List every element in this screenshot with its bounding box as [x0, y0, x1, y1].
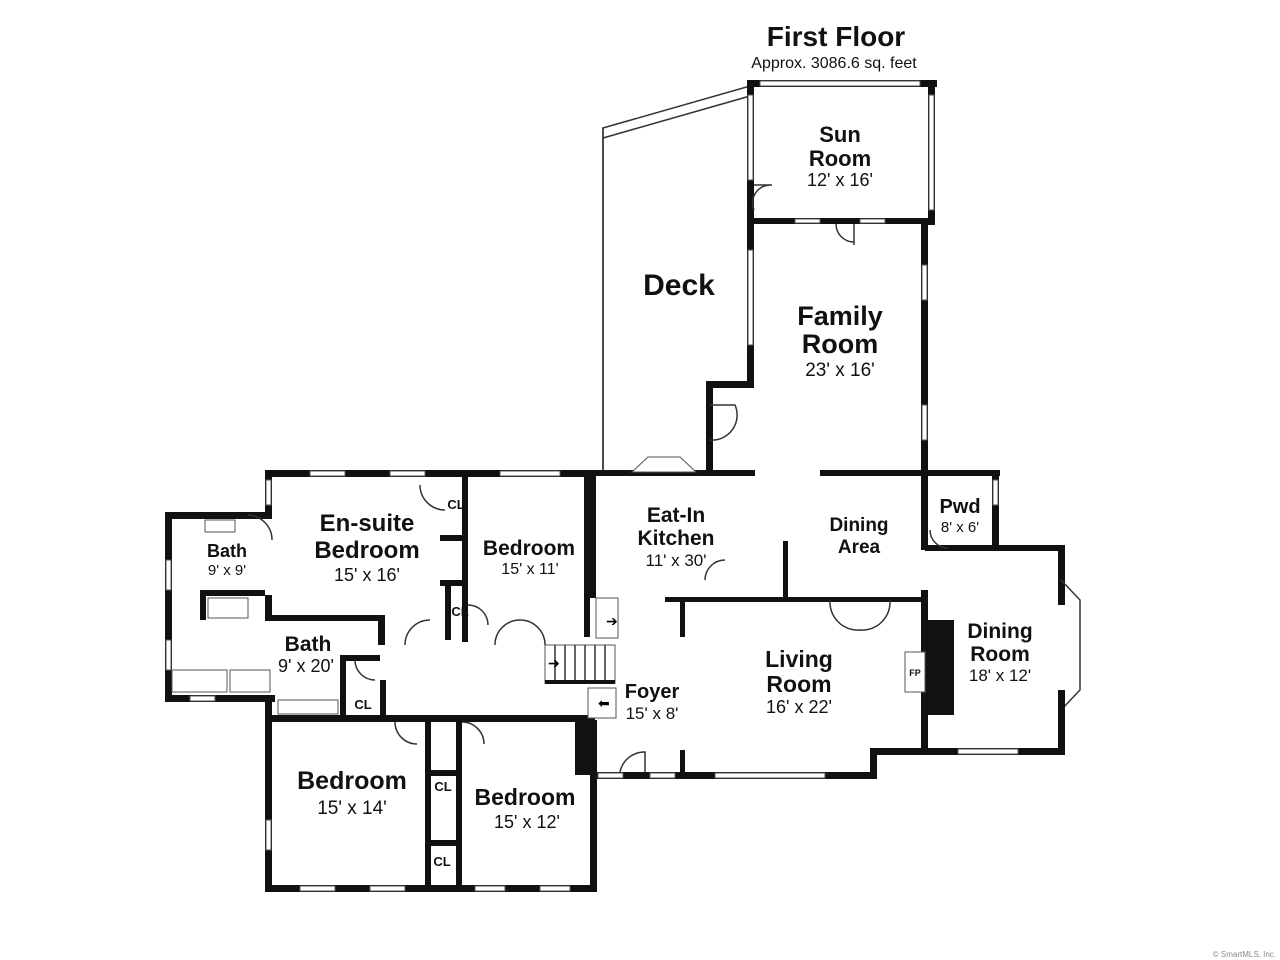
bedroom-b-dims: 15' x 14' — [317, 798, 387, 819]
dining-area-name-1: Dining — [829, 515, 888, 536]
staircase — [544, 597, 619, 719]
kitchen-dims: 11' x 30' — [646, 551, 707, 570]
dining-room-walls — [904, 545, 1081, 755]
room-label-kitchen: Eat-In Kitchen 11' x 30' — [637, 504, 714, 570]
foyer-name: Foyer — [625, 681, 680, 703]
powder-room-walls — [921, 470, 1065, 551]
foyer-dims: 15' x 8' — [626, 704, 679, 723]
bath-a-dims: 9' x 9' — [208, 562, 246, 579]
closet-label: CL — [434, 779, 451, 794]
closet-label: CL — [451, 604, 468, 619]
kitchen-name-1: Eat-In — [647, 504, 705, 527]
bedroom-a-dims: 15' x 11' — [501, 561, 558, 578]
page-subtitle: Approx. 3086.6 sq. feet — [751, 55, 917, 72]
dining-room-name-2: Room — [970, 643, 1030, 666]
bedroom-b-name: Bedroom — [297, 767, 407, 795]
room-label-bath-b: Bath 9' x 20' — [278, 633, 334, 676]
fireplace-label: FP — [909, 668, 921, 678]
room-label-bedroom-b: Bedroom 15' x 14' — [297, 767, 407, 819]
closet-label: CL — [447, 497, 464, 512]
room-label-ensuite: En-suite Bedroom 15' x 16' — [314, 510, 419, 585]
family-room-name-2: Room — [802, 329, 879, 359]
living-room-dims: 16' x 22' — [766, 697, 832, 717]
ensuite-name-2: Bedroom — [314, 537, 419, 564]
living-room-name-1: Living — [765, 646, 833, 672]
ensuite-name-1: En-suite — [320, 510, 415, 537]
room-label-family-room: Family Room 23' x 16' — [797, 301, 883, 381]
sun-room-walls — [747, 80, 937, 230]
room-label-living-room: Living Room 16' x 22' — [765, 646, 833, 717]
bedroom-a-name: Bedroom — [483, 537, 575, 560]
room-label-pwd: Pwd 8' x 6' — [939, 496, 980, 536]
room-label-dining-room: Dining Room 18' x 12' — [967, 620, 1032, 685]
bedroom-c-name: Bedroom — [475, 784, 576, 810]
family-room-walls — [706, 218, 928, 478]
deck-label: Deck — [643, 269, 715, 302]
room-label-bedroom-c: Bedroom 15' x 12' — [475, 784, 576, 832]
copyright-credit: © SmartMLS, Inc. — [1213, 950, 1276, 959]
bath-b-dims: 9' x 20' — [278, 656, 334, 676]
arrow-left-icon: ⬅ — [598, 695, 610, 711]
bedroom-c-dims: 15' x 12' — [494, 812, 560, 832]
room-label-bath-a: Bath 9' x 9' — [207, 541, 247, 579]
door-swings — [247, 184, 949, 773]
room-label-sun-room: Sun Room 12' x 16' — [807, 122, 873, 190]
family-room-name-1: Family — [797, 301, 883, 331]
bath-b-name: Bath — [285, 633, 332, 656]
family-room-dims: 23' x 16' — [805, 360, 875, 381]
ensuite-dims: 15' x 16' — [334, 565, 400, 585]
sun-room-name-1: Sun — [819, 122, 861, 147]
arrow-right-icon: ➔ — [606, 613, 618, 629]
page-title: First Floor — [767, 21, 906, 52]
room-label-bedroom-a: Bedroom 15' x 11' — [483, 537, 575, 578]
kitchen-walls — [590, 456, 1000, 637]
closet-label: CL — [354, 697, 371, 712]
room-label-dining-area: Dining Area — [829, 515, 888, 558]
arrow-icons: ➔ ➔ ⬅ — [548, 613, 618, 711]
bath-a-name: Bath — [207, 541, 247, 561]
pwd-name: Pwd — [939, 496, 980, 518]
closet-labels: CL CL CL CL CL — [354, 497, 468, 869]
closet-label: CL — [433, 854, 450, 869]
sun-room-dims: 12' x 16' — [807, 170, 873, 190]
dining-area-name-2: Area — [838, 537, 881, 558]
arrow-right-icon: ➔ — [548, 655, 560, 671]
sun-room-name-2: Room — [809, 146, 871, 171]
kitchen-name-2: Kitchen — [637, 527, 714, 550]
left-wing-walls — [165, 470, 597, 892]
living-room-name-2: Room — [766, 671, 831, 697]
dining-room-dims: 18' x 12' — [969, 666, 1031, 685]
dining-room-name-1: Dining — [967, 620, 1032, 643]
room-label-foyer: Foyer 15' x 8' — [625, 681, 680, 723]
pwd-dims: 8' x 6' — [941, 519, 979, 536]
living-room-walls — [590, 748, 930, 779]
